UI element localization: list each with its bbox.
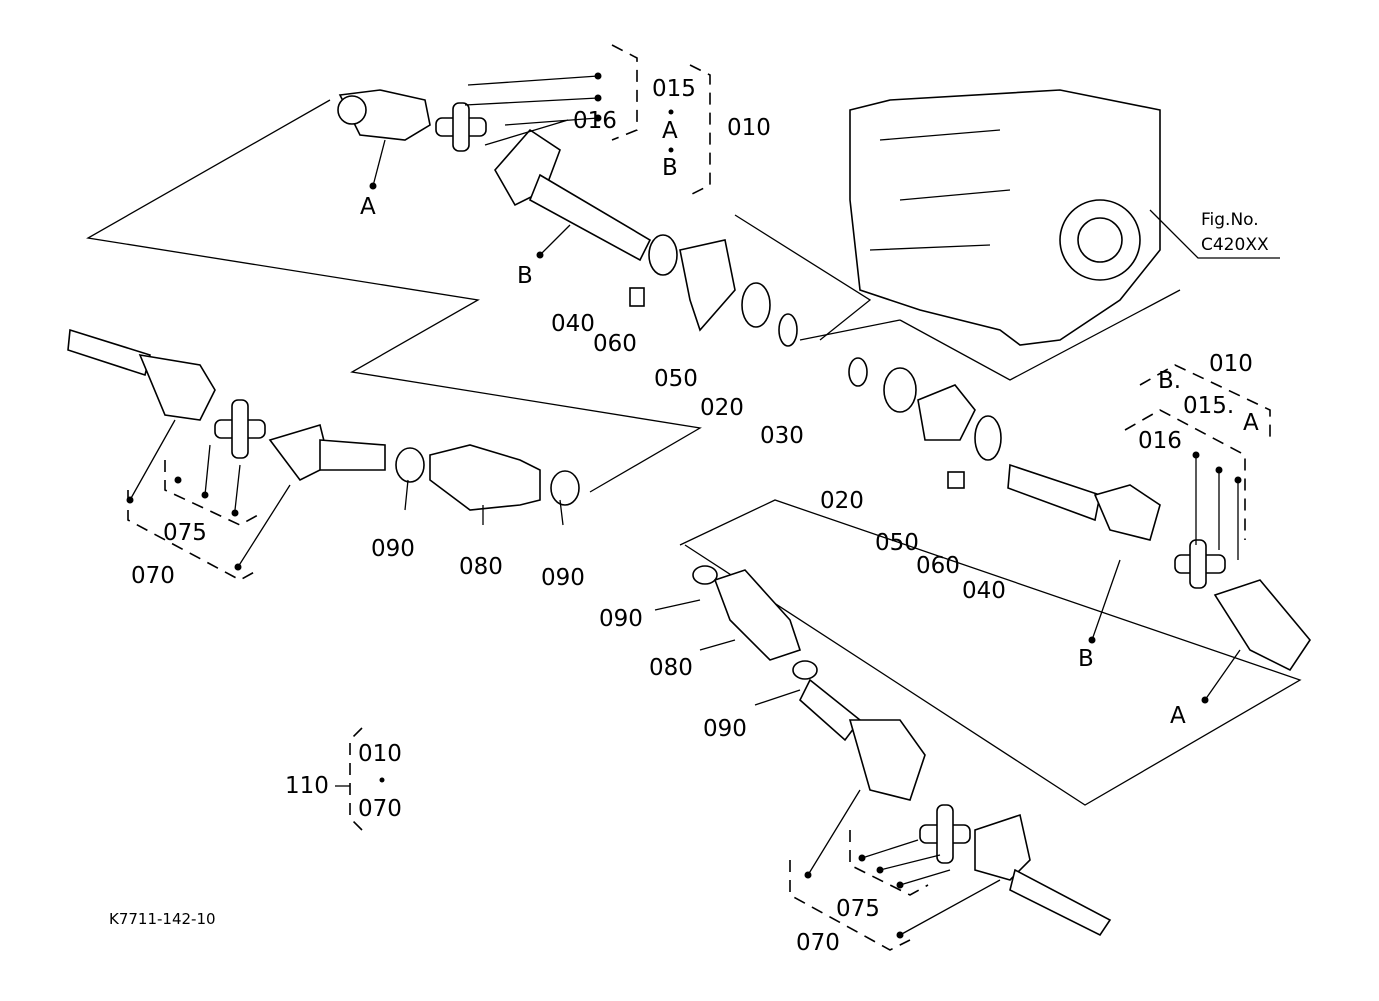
callout-015: 015 bbox=[652, 76, 696, 102]
lower-yoke-2 bbox=[974, 813, 1031, 881]
bolt-060-b bbox=[947, 471, 965, 489]
callout-016: 016 bbox=[573, 108, 617, 134]
seal-040 bbox=[648, 234, 678, 276]
yoke-a-right bbox=[1213, 579, 1311, 672]
left-shaft-assembly bbox=[67, 328, 580, 581]
bearing-020-b bbox=[883, 367, 917, 413]
ref-a-right-group: A bbox=[1243, 410, 1259, 436]
ref-b-right: B bbox=[1078, 646, 1094, 672]
callout-090-left-a: 090 bbox=[371, 536, 415, 562]
splined-shaft-b-right bbox=[1007, 463, 1101, 522]
splined-shaft-b bbox=[528, 173, 652, 262]
callout-080-left: 080 bbox=[459, 554, 503, 580]
fig-no-label: Fig.No. bbox=[1201, 210, 1259, 230]
callout-070-left: 070 bbox=[131, 563, 175, 589]
kit-bracket bbox=[335, 727, 385, 831]
callout-050: 050 bbox=[654, 366, 698, 392]
snap-ring-030-b bbox=[848, 357, 868, 387]
drawing-code: K7711-142-10 bbox=[109, 910, 216, 928]
callout-010: 010 bbox=[727, 115, 771, 141]
callout-016-right: 016 bbox=[1138, 428, 1182, 454]
clamp-090-b bbox=[550, 470, 580, 506]
fig-no-value: C420XX bbox=[1201, 235, 1269, 255]
callout-110: 110 bbox=[285, 773, 329, 799]
left-splined bbox=[319, 439, 386, 471]
callout-020-right: 020 bbox=[820, 488, 864, 514]
clamp-090-d bbox=[792, 660, 818, 680]
callout-015-right: 015. bbox=[1183, 393, 1235, 419]
left-yoke bbox=[138, 353, 216, 421]
callout-110-010: 010 bbox=[358, 741, 402, 767]
callout-050-right: 050 bbox=[875, 530, 919, 556]
callout-070-lower: 070 bbox=[796, 930, 840, 956]
lower-shaft-assembly bbox=[654, 565, 1112, 951]
clamp-090-a bbox=[395, 447, 425, 483]
callout-060-right: 060 bbox=[916, 553, 960, 579]
seal-040-b bbox=[974, 415, 1002, 461]
callout-040: 040 bbox=[551, 311, 595, 337]
snap-ring-030 bbox=[778, 313, 798, 347]
lower-yoke bbox=[848, 719, 926, 801]
ref-a-right: A bbox=[1170, 703, 1186, 729]
yoke-b-right bbox=[1093, 484, 1161, 541]
callout-010-right: 010 bbox=[1209, 351, 1253, 377]
callout-040-right: 040 bbox=[962, 578, 1006, 604]
callout-090-left-b: 090 bbox=[541, 565, 585, 591]
transmission-housing bbox=[849, 89, 1280, 381]
ref-a-top: A bbox=[662, 118, 678, 144]
boot-080 bbox=[429, 444, 541, 511]
callout-080-lower: 080 bbox=[649, 655, 693, 681]
ref-a-upper: A bbox=[360, 194, 376, 220]
callout-110-070: 070 bbox=[358, 796, 402, 822]
left-shaft-splined bbox=[67, 328, 151, 377]
flange-050-b bbox=[917, 384, 976, 441]
lower-shaft-splined bbox=[1009, 868, 1112, 937]
top-group-brackets bbox=[369, 44, 711, 259]
bearing-020 bbox=[741, 282, 771, 328]
callout-020: 020 bbox=[700, 395, 744, 421]
right-shaft-assembly bbox=[679, 319, 1311, 806]
callout-075-lower: 075 bbox=[836, 896, 880, 922]
clamp-090-c bbox=[692, 565, 718, 585]
callout-060: 060 bbox=[593, 331, 637, 357]
ref-b-top: B bbox=[662, 155, 678, 181]
ref-b-upper: B bbox=[517, 263, 533, 289]
boot-080-b bbox=[713, 569, 802, 661]
callout-090-lower-a: 090 bbox=[599, 606, 643, 632]
flange-050 bbox=[679, 239, 736, 332]
lower-splined bbox=[799, 678, 862, 742]
upper-shaft-assembly bbox=[86, 89, 872, 493]
callout-090-lower-b: 090 bbox=[703, 716, 747, 742]
ref-b-right-group: B. bbox=[1158, 368, 1182, 394]
bolt-060 bbox=[629, 287, 645, 307]
callout-030: 030 bbox=[760, 423, 804, 449]
callout-075-left: 075 bbox=[163, 520, 207, 546]
